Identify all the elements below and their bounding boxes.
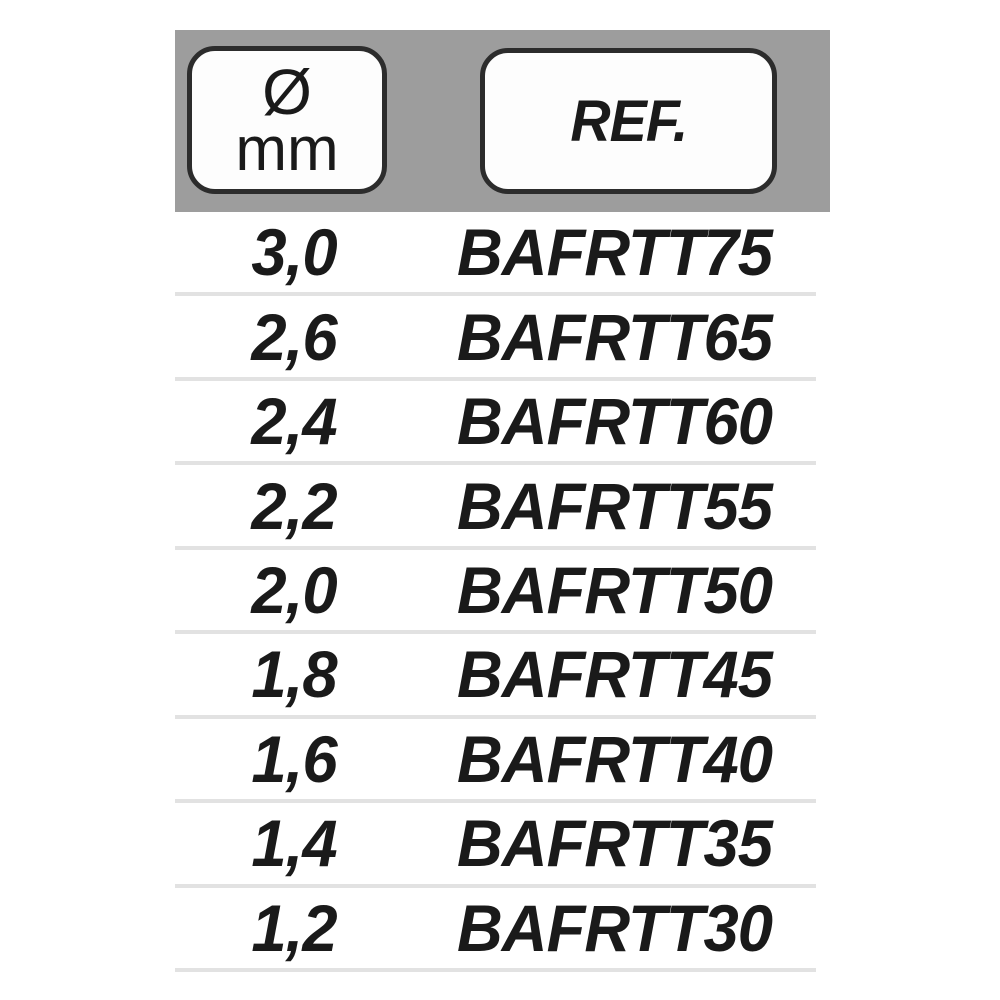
table-row: 2,6 BAFRTT65 [175, 296, 816, 381]
ref-code: BAFRTT60 [456, 384, 773, 459]
ref-code: BAFRTT75 [456, 215, 773, 290]
ref-code: BAFRTT65 [456, 299, 773, 374]
table-header: Ø mm REF. [175, 30, 830, 212]
table-row: 2,0 BAFRTT50 [175, 550, 816, 635]
diameter-value: 1,6 [251, 721, 337, 796]
table-row: 1,4 BAFRTT35 [175, 803, 816, 888]
table-row: 2,4 BAFRTT60 [175, 381, 816, 466]
diameter-value: 2,0 [251, 552, 337, 627]
ref-header-cell: REF. [480, 48, 777, 194]
ref-code: BAFRTT30 [456, 890, 773, 965]
diameter-header-cell: Ø mm [187, 46, 387, 194]
diameter-value: 3,0 [251, 215, 337, 290]
ref-code: BAFRTT45 [456, 637, 773, 712]
diameter-value: 2,6 [251, 299, 337, 374]
ref-header-label: REF. [570, 88, 688, 154]
ref-code: BAFRTT55 [456, 468, 773, 543]
diameter-value: 1,4 [251, 806, 337, 881]
diameter-symbol: Ø [262, 56, 312, 129]
diameter-unit-label: mm [235, 115, 339, 185]
table-row: 2,2 BAFRTT55 [175, 465, 816, 550]
diameter-value: 1,2 [251, 890, 337, 965]
ref-code: BAFRTT35 [456, 806, 773, 881]
diameter-value: 2,2 [251, 468, 337, 543]
table-row: 3,0 BAFRTT75 [175, 212, 816, 297]
diameter-value: 2,4 [251, 384, 337, 459]
table-row: 1,6 BAFRTT40 [175, 719, 816, 804]
table-row: 1,8 BAFRTT45 [175, 634, 816, 719]
ref-code: BAFRTT50 [456, 552, 773, 627]
table-row: 1,2 BAFRTT30 [175, 888, 816, 972]
ref-code: BAFRTT40 [456, 721, 773, 796]
diameter-value: 1,8 [251, 637, 337, 712]
